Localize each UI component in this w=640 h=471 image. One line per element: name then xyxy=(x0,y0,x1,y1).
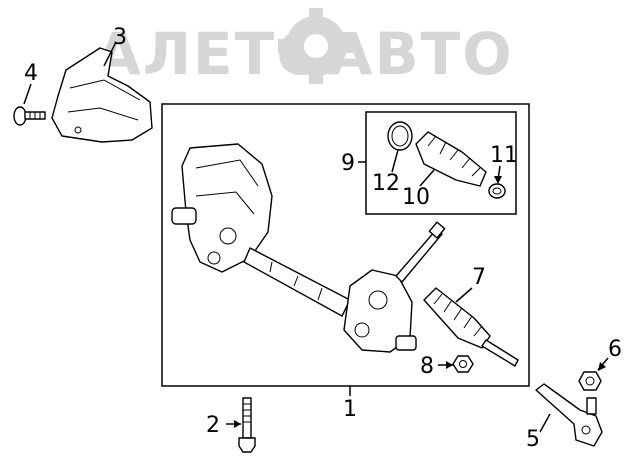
callout-11: 11 xyxy=(490,143,518,168)
callout-12: 12 xyxy=(372,171,400,196)
callout-9: 9 xyxy=(341,151,355,176)
leader-7 xyxy=(455,287,473,303)
steering-rack xyxy=(171,143,446,353)
callout-4: 4 xyxy=(24,61,38,86)
callout-10: 10 xyxy=(402,185,430,210)
leader-10 xyxy=(419,169,435,187)
callout-8: 8 xyxy=(420,354,434,379)
kit-frame xyxy=(365,111,517,215)
clip-11 xyxy=(488,183,506,199)
arrow-6-icon xyxy=(598,362,606,371)
watermark-gear-icon xyxy=(278,8,354,84)
leader-3 xyxy=(103,41,117,67)
callout-6: 6 xyxy=(608,337,622,362)
arrow-11-icon xyxy=(494,176,502,184)
callout-3: 3 xyxy=(113,25,127,50)
callout-1: 1 xyxy=(343,397,357,422)
arrow-2-icon xyxy=(234,420,241,428)
boot-10 xyxy=(415,131,487,187)
tie-rod-end-5 xyxy=(535,383,603,447)
ring-12 xyxy=(387,121,413,151)
leader-5 xyxy=(539,413,551,433)
assembly-frame xyxy=(161,103,530,387)
heat-shield xyxy=(51,47,153,143)
boot-7 xyxy=(423,287,519,367)
arrow-8-icon xyxy=(446,361,453,369)
nut-8 xyxy=(452,355,474,373)
leader-12 xyxy=(391,149,399,173)
callout-7: 7 xyxy=(472,265,486,290)
bolt-4 xyxy=(13,106,46,126)
nut-6 xyxy=(578,371,602,391)
bolt-2 xyxy=(238,397,256,453)
callout-2: 2 xyxy=(206,413,220,438)
callout-5: 5 xyxy=(526,427,540,452)
leader-4 xyxy=(23,83,32,105)
watermark: АЛЕТОАВТО xyxy=(96,8,512,88)
